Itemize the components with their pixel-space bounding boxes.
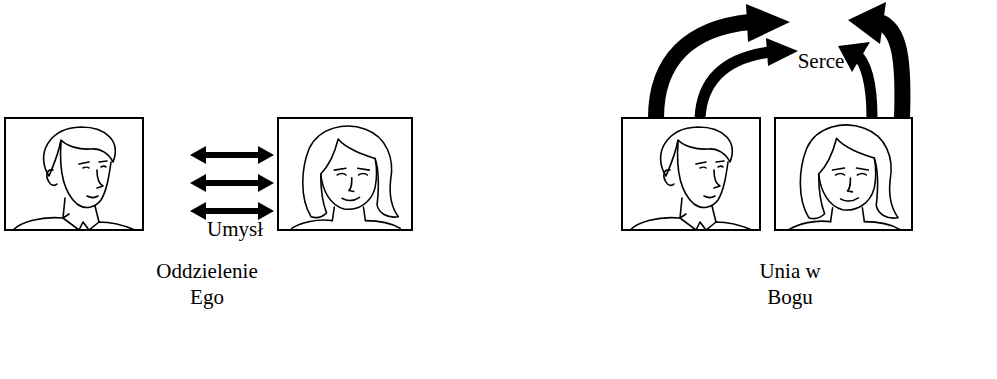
caption-text: Oddzielenie Ego	[147, 258, 267, 310]
man-portrait	[630, 127, 752, 230]
picture-frame	[775, 118, 912, 230]
caption-text: Umysł	[198, 216, 272, 242]
woman-portrait	[292, 126, 401, 228]
woman-portrait	[789, 125, 900, 230]
man-portrait	[13, 127, 135, 230]
double-arrows	[190, 146, 274, 220]
picture-frame	[278, 118, 412, 230]
caption-text: Serce	[788, 48, 854, 74]
picture-frame	[5, 118, 143, 230]
picture-frame	[622, 118, 760, 230]
caption-text: Unia w Bogu	[750, 258, 830, 310]
rising-arrows	[656, 2, 902, 118]
